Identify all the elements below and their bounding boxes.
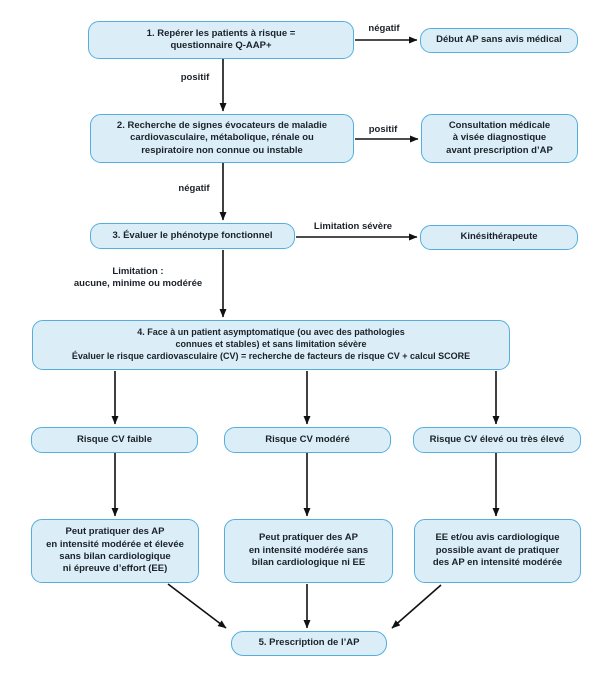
node-step1-reperer-patients: 1. Repérer les patients à risque = quest… (88, 21, 354, 59)
edge-label-limitation-severe: Limitation sévère (313, 221, 393, 232)
node-risque-cv-eleve: Risque CV élevé ou très élevé (413, 427, 581, 453)
node-step2-recherche-signes: 2. Recherche de signes évocateurs de mal… (90, 114, 354, 163)
node-debut-ap-sans-avis: Début AP sans avis médical (420, 28, 578, 53)
node-risque-cv-faible: Risque CV faible (31, 427, 198, 453)
node-reco-risque-eleve: EE et/ou avis cardiologique possible ava… (414, 519, 581, 583)
arrow-reco-eleve-to-step5 (391, 584, 442, 629)
node-reco-risque-modere: Peut pratiquer des AP en intensité modér… (224, 519, 393, 583)
edge-label-limitation-aucune: Limitation : aucune, minime ou modérée (73, 266, 203, 289)
edge-label-positif-1: positif (180, 72, 210, 83)
node-step5-prescription-ap: 5. Prescription de l’AP (231, 631, 387, 656)
arrow-reco-faible-to-step5 (167, 583, 227, 629)
edge-label-negatif-2: négatif (178, 183, 210, 194)
node-step4-evaluer-risque-cv: 4. Face à un patient asymptomatique (ou … (32, 320, 510, 370)
node-kinesitherapeute: Kinésithérapeute (420, 225, 578, 250)
node-step3-evaluer-phenotype: 3. Évaluer le phénotype fonctionnel (90, 223, 295, 249)
node-reco-risque-faible: Peut pratiquer des AP en intensité modér… (31, 519, 199, 583)
node-risque-cv-modere: Risque CV modéré (224, 427, 391, 453)
edge-label-negatif-1: négatif (368, 23, 400, 34)
node-consultation-medicale: Consultation médicale à visée diagnostiq… (421, 114, 578, 163)
edge-label-positif-2: positif (368, 124, 398, 135)
